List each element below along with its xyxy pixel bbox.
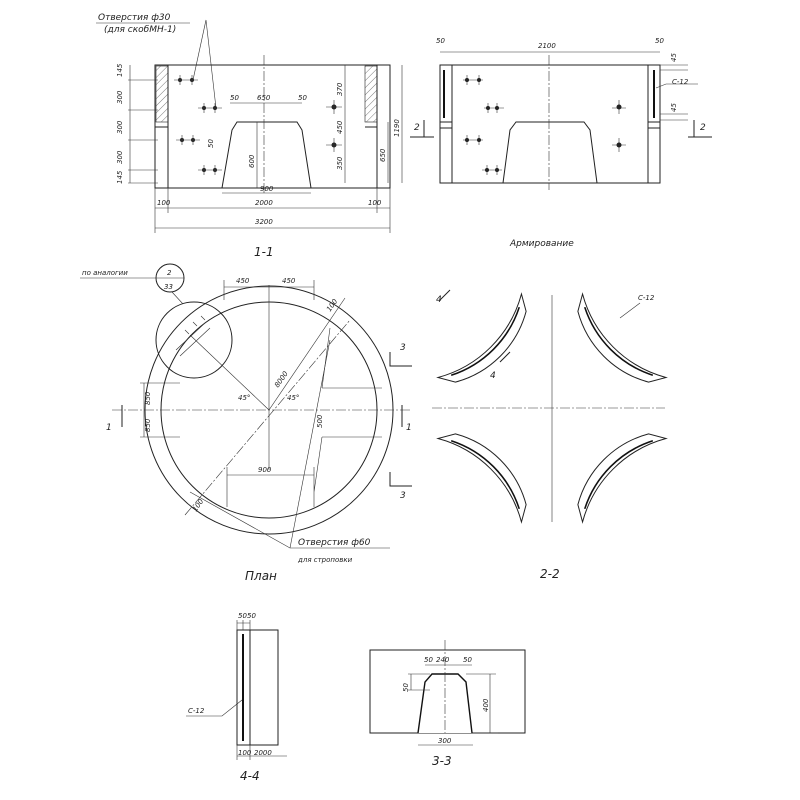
rebar-line (583, 306, 654, 377)
section-4-4-title: 4-4 (240, 769, 260, 783)
dim: 900 (260, 185, 274, 193)
cut-mark-4: 4 (436, 295, 442, 305)
note-holes-60: Отверстия ф60 (298, 538, 371, 548)
section-1-1-title: 1-1 (254, 245, 274, 259)
cut-mark-3: 3 (400, 491, 406, 501)
plan-title: План (245, 569, 277, 583)
note-holes-30: Отверстия ф30 (98, 13, 171, 23)
dim: 1190 (393, 119, 401, 137)
section-2-2: 4 4 С-12 2-2 (432, 289, 668, 581)
dim: 300 (116, 150, 124, 164)
ring-segment (577, 433, 668, 524)
dim: 850 (144, 391, 152, 405)
rebar-line (450, 306, 521, 377)
dim: 350 (336, 156, 344, 170)
section-2-2-title: 2-2 (540, 567, 560, 581)
dim: 240 (436, 656, 450, 664)
rebar-label: С-12 (638, 294, 655, 302)
cut-mark-3: 3 (400, 343, 406, 353)
dim: 450 (336, 120, 344, 134)
dim: 50 (463, 656, 472, 664)
dim: 145 (116, 170, 124, 184)
dim: 8000 (273, 370, 290, 390)
ring-segment (436, 292, 527, 383)
cut-mark-2: 2 (700, 123, 706, 133)
dim: 850 (144, 418, 152, 432)
section-3-3-title: 3-3 (432, 754, 452, 768)
plan-view: 450 450 100 100 8000 45° 45° 850 850 500… (80, 263, 412, 583)
dim: 600 (248, 154, 256, 168)
dim: 900 (258, 466, 272, 474)
rebar-line (450, 439, 521, 510)
dim: 50 (230, 94, 239, 102)
cut-mark-1: 1 (406, 423, 412, 433)
dim: 3200 (255, 218, 273, 226)
rebar-label: С-12 (672, 78, 689, 86)
reinforcement-title: Армирование (509, 239, 574, 249)
dim: 450 (282, 277, 296, 285)
rebar-line (583, 439, 654, 510)
cut-mark-4: 4 (490, 371, 496, 381)
dim: 100 (157, 199, 171, 207)
dim: 50 (247, 612, 256, 620)
reference-top: 2 (167, 269, 172, 277)
dim: 100 (238, 749, 252, 757)
dim: 50 (402, 683, 410, 692)
dim: 50 (298, 94, 307, 102)
note-holes-30-purpose: (для скобМН-1) (104, 25, 176, 35)
dim: 145 (116, 63, 124, 77)
detail-callout (155, 301, 233, 379)
dim: 50 (436, 37, 445, 45)
dim: 100 (325, 297, 340, 313)
dim: 650 (379, 148, 387, 162)
section-4-4: 50 50 100 2000 С-12 4-4 (186, 612, 287, 783)
dim: 45° (238, 394, 250, 402)
section-1-1: Отверстия ф30 (для скобМН-1) 145 300 300… (96, 13, 403, 259)
dim: 400 (482, 698, 490, 712)
dim: 300 (116, 120, 124, 134)
holes-30 (174, 75, 342, 175)
dim: 50 (655, 37, 664, 45)
dim: 100 (368, 199, 382, 207)
dim: 370 (336, 82, 344, 96)
analogy-note: по аналогии (82, 269, 128, 277)
dim: 2000 (254, 749, 272, 757)
reference-bottom: 33 (164, 283, 173, 291)
rebar-label: С-12 (188, 707, 205, 715)
ring-segment (577, 292, 668, 383)
dim: 650 (257, 94, 271, 102)
dim: 2100 (538, 42, 556, 50)
dim: 300 (116, 90, 124, 104)
dim: 50 (424, 656, 433, 664)
dim: 45° (287, 394, 299, 402)
cut-mark-1: 1 (106, 423, 112, 433)
dim: 45 (670, 53, 678, 62)
section-3-3: 50 240 50 50 400 300 3-3 (369, 640, 526, 768)
dim: 2000 (255, 199, 273, 207)
dim: 50 (207, 139, 215, 148)
dim: 450 (236, 277, 250, 285)
dim: 500 (316, 414, 324, 428)
dim: 300 (438, 737, 452, 745)
dim: 50 (238, 612, 247, 620)
ring-segment (436, 433, 527, 524)
reinforcement-view: 2100 50 50 45 45 С-12 2 2 Армирование (410, 37, 712, 249)
note-holes-60-purpose: для строповки (297, 556, 353, 564)
cut-mark-2: 2 (414, 123, 420, 133)
dim: 45 (670, 103, 678, 112)
